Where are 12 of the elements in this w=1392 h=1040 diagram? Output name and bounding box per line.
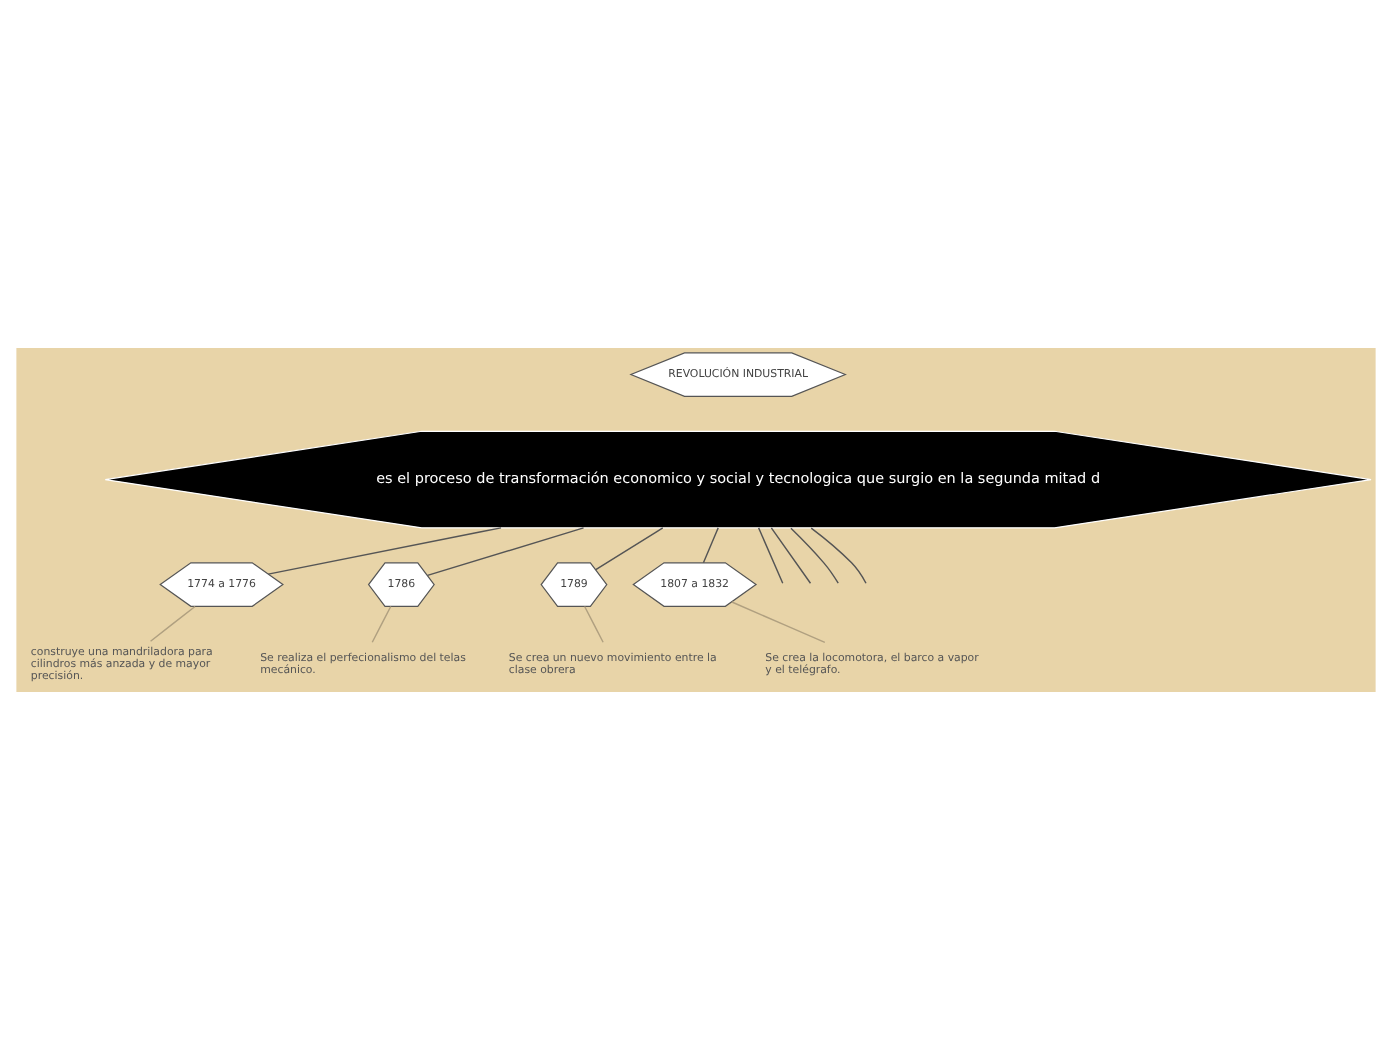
connector <box>267 527 502 575</box>
connector <box>426 527 585 577</box>
connector <box>757 527 784 584</box>
connector <box>595 527 664 571</box>
connector <box>810 527 867 584</box>
connector <box>371 605 392 643</box>
connector <box>149 605 196 642</box>
connector <box>731 601 826 644</box>
connector <box>583 605 604 643</box>
connector <box>702 527 719 564</box>
connector <box>770 527 812 584</box>
connector <box>790 527 839 584</box>
